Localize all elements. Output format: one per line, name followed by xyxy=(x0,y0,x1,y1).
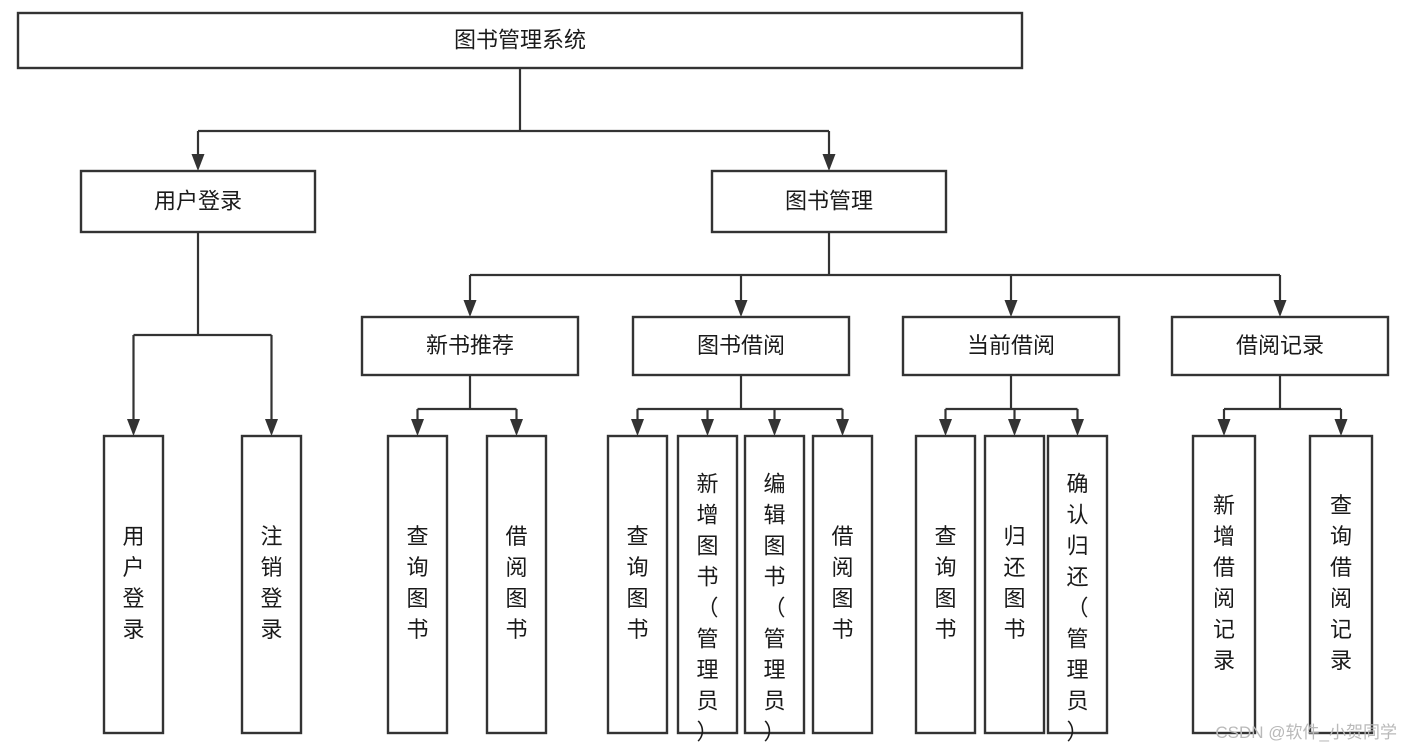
node-label: 图书借阅 xyxy=(697,333,785,358)
arrow-head-icon xyxy=(768,419,781,436)
arrow-head-icon xyxy=(411,419,424,436)
node-leaf-confirm-return[interactable]: 确认归还（管理员） xyxy=(1046,434,1109,744)
arrow-head-icon xyxy=(1071,419,1084,436)
node-label: 用户登录 xyxy=(154,188,242,213)
node-book-borrow[interactable]: 图书借阅 xyxy=(631,315,851,377)
edge-layer xyxy=(127,68,1348,436)
node-box xyxy=(1046,434,1109,735)
node-box xyxy=(631,315,851,377)
arrow-head-icon xyxy=(463,300,477,317)
node-label: 借阅记录 xyxy=(1236,333,1324,358)
node-borrow-record[interactable]: 借阅记录 xyxy=(1170,315,1390,377)
node-leaf-edit-book[interactable]: 编辑图书（管理员） xyxy=(743,434,806,744)
node-box xyxy=(710,169,948,234)
node-leaf-add-book[interactable]: 新增图书（管理员） xyxy=(676,434,739,744)
node-leaf-query-record[interactable]: 查询借阅记录 xyxy=(1308,434,1374,735)
node-label: 新书推荐 xyxy=(426,333,514,358)
node-user-login[interactable]: 用户登录 xyxy=(79,169,317,234)
node-box xyxy=(1191,434,1257,735)
node-box xyxy=(360,315,580,377)
node-box xyxy=(240,434,303,735)
node-label: 编辑图书（管理员） xyxy=(763,471,785,744)
node-box xyxy=(743,434,806,735)
node-box xyxy=(1170,315,1390,377)
arrow-head-icon xyxy=(191,154,205,171)
node-root[interactable]: 图书管理系统 xyxy=(16,11,1024,70)
node-current-borrow[interactable]: 当前借阅 xyxy=(901,315,1121,377)
node-leaf-user-login[interactable]: 用户登录 xyxy=(102,434,165,735)
node-label: 借阅图书 xyxy=(505,524,527,642)
node-label: 用户登录 xyxy=(122,524,144,642)
node-leaf-query-book-br[interactable]: 查询图书 xyxy=(606,434,669,735)
node-label: 确认归还（管理员） xyxy=(1066,471,1088,744)
node-box xyxy=(811,434,874,735)
node-box xyxy=(1308,434,1374,735)
node-label: 注销登录 xyxy=(260,524,282,642)
node-box xyxy=(914,434,977,735)
arrow-head-icon xyxy=(1008,419,1021,436)
node-box xyxy=(79,169,317,234)
arrow-head-icon xyxy=(127,419,140,436)
node-box xyxy=(102,434,165,735)
node-label: 图书管理 xyxy=(785,188,873,213)
arrow-head-icon xyxy=(265,419,278,436)
node-box xyxy=(676,434,739,735)
arrow-head-icon xyxy=(836,419,849,436)
arrow-head-icon xyxy=(939,419,952,436)
arrow-head-icon xyxy=(1004,300,1018,317)
arrow-head-icon xyxy=(510,419,523,436)
arrow-head-icon xyxy=(1217,419,1231,436)
node-label: 新增图书（管理员） xyxy=(696,471,718,744)
node-label: 借阅图书 xyxy=(831,524,853,642)
arrow-head-icon xyxy=(734,300,748,317)
node-box xyxy=(16,11,1024,70)
node-layer: 图书管理系统用户登录图书管理新书推荐图书借阅当前借阅借阅记录用户登录注销登录查询… xyxy=(16,11,1390,744)
node-leaf-borrow-book-br[interactable]: 借阅图书 xyxy=(811,434,874,735)
node-label: 图书管理系统 xyxy=(454,27,586,52)
node-label: 查询借阅记录 xyxy=(1330,493,1352,673)
node-leaf-return-book[interactable]: 归还图书 xyxy=(983,434,1046,735)
arrow-head-icon xyxy=(631,419,644,436)
node-label: 归还图书 xyxy=(1003,524,1025,642)
node-label: 查询图书 xyxy=(406,524,428,642)
node-box xyxy=(606,434,669,735)
node-box xyxy=(901,315,1121,377)
node-label: 查询图书 xyxy=(934,524,956,642)
node-box xyxy=(983,434,1046,735)
node-label: 查询图书 xyxy=(626,524,648,642)
node-box xyxy=(386,434,449,735)
node-book-manage[interactable]: 图书管理 xyxy=(710,169,948,234)
node-leaf-add-record[interactable]: 新增借阅记录 xyxy=(1191,434,1257,735)
watermark-label: CSDN @软件_小贺同学 xyxy=(1215,723,1397,742)
node-new-book-rec[interactable]: 新书推荐 xyxy=(360,315,580,377)
node-leaf-query-book-rec[interactable]: 查询图书 xyxy=(386,434,449,735)
arrow-head-icon xyxy=(701,419,714,436)
node-leaf-logout[interactable]: 注销登录 xyxy=(240,434,303,735)
arrow-head-icon xyxy=(1273,300,1287,317)
arrow-head-icon xyxy=(822,154,836,171)
node-label: 当前借阅 xyxy=(967,333,1055,358)
arrow-head-icon xyxy=(1334,419,1348,436)
node-leaf-borrow-book-rec[interactable]: 借阅图书 xyxy=(485,434,548,735)
node-leaf-query-book-cb[interactable]: 查询图书 xyxy=(914,434,977,735)
node-box xyxy=(485,434,548,735)
node-label: 新增借阅记录 xyxy=(1213,493,1235,673)
